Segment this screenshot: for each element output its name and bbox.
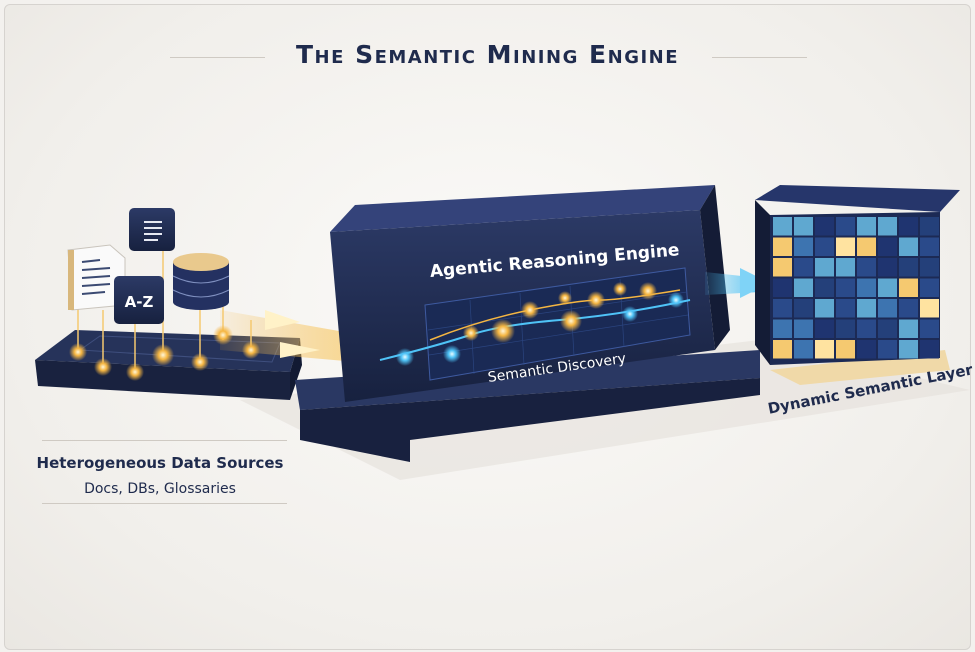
cube-cell <box>794 340 813 359</box>
cube-cell <box>773 340 792 359</box>
cube-cell <box>815 217 834 236</box>
cube-cell <box>920 258 939 277</box>
glossary-icon-text: A-Z <box>125 293 154 311</box>
cube-cell <box>878 217 897 236</box>
cube-cell <box>836 278 855 297</box>
cube-cell <box>878 319 897 338</box>
cube-cell <box>836 237 855 256</box>
cube-cell <box>773 217 792 236</box>
cube-cell <box>815 237 834 256</box>
cube-cell <box>815 319 834 338</box>
engine-nodes <box>396 282 684 366</box>
cube-cell <box>899 340 918 359</box>
cube-cell <box>794 258 813 277</box>
cube-cell <box>857 299 876 318</box>
cube-cell <box>836 217 855 236</box>
cube-cell <box>815 340 834 359</box>
document-icon <box>67 244 126 311</box>
cube-cell <box>899 299 918 318</box>
cube-cell <box>815 258 834 277</box>
engine-base <box>295 350 760 462</box>
cube-cell <box>878 278 897 297</box>
cube-cell <box>815 278 834 297</box>
cube-cell <box>899 237 918 256</box>
cube-cell <box>857 258 876 277</box>
title-rule-right <box>712 57 807 58</box>
cube-cell <box>857 217 876 236</box>
cube-cell <box>878 340 897 359</box>
cube-cell <box>794 278 813 297</box>
sources-subheading: Docs, DBs, Glossaries <box>84 481 236 497</box>
cube-cell <box>878 299 897 318</box>
cube-cell <box>836 340 855 359</box>
cube-cell <box>773 278 792 297</box>
cube-cell <box>920 237 939 256</box>
cube-cell <box>794 217 813 236</box>
title-rule-left <box>170 57 265 58</box>
cube-cell <box>773 319 792 338</box>
cube-cell <box>794 299 813 318</box>
cube-cell <box>857 319 876 338</box>
glow-nodes <box>69 325 260 381</box>
semantic-layer-cube <box>755 185 960 365</box>
cube-cell <box>899 278 918 297</box>
cube-cell <box>773 237 792 256</box>
divider <box>42 503 287 504</box>
cube-cell <box>920 299 939 318</box>
cube-cell <box>773 258 792 277</box>
cube-cell <box>815 299 834 318</box>
sources-heading: Heterogeneous Data Sources <box>36 454 284 472</box>
cube-cell <box>878 258 897 277</box>
cube-cell <box>836 258 855 277</box>
cube-cell <box>794 319 813 338</box>
cube-cell <box>920 319 939 338</box>
cube-cell <box>857 340 876 359</box>
cube-cell <box>857 237 876 256</box>
cube-cell <box>920 340 939 359</box>
cube-cell <box>899 217 918 236</box>
cube-cell <box>857 278 876 297</box>
cube-cell <box>878 237 897 256</box>
cube-cell <box>836 299 855 318</box>
cube-cell <box>773 299 792 318</box>
arrow-icon <box>265 310 300 330</box>
text-file-icon <box>129 208 175 251</box>
cube-cell <box>899 319 918 338</box>
cube-cell <box>920 217 939 236</box>
database-icon <box>172 253 230 310</box>
cube-cell <box>920 278 939 297</box>
glossary-icon: A-Z <box>114 276 164 324</box>
diagram-title: The Semantic Mining Engine <box>295 40 680 69</box>
cube-cell <box>836 319 855 338</box>
arrow-icon <box>280 342 320 358</box>
cube-cell <box>899 258 918 277</box>
cube-cell <box>794 237 813 256</box>
divider <box>42 440 287 441</box>
